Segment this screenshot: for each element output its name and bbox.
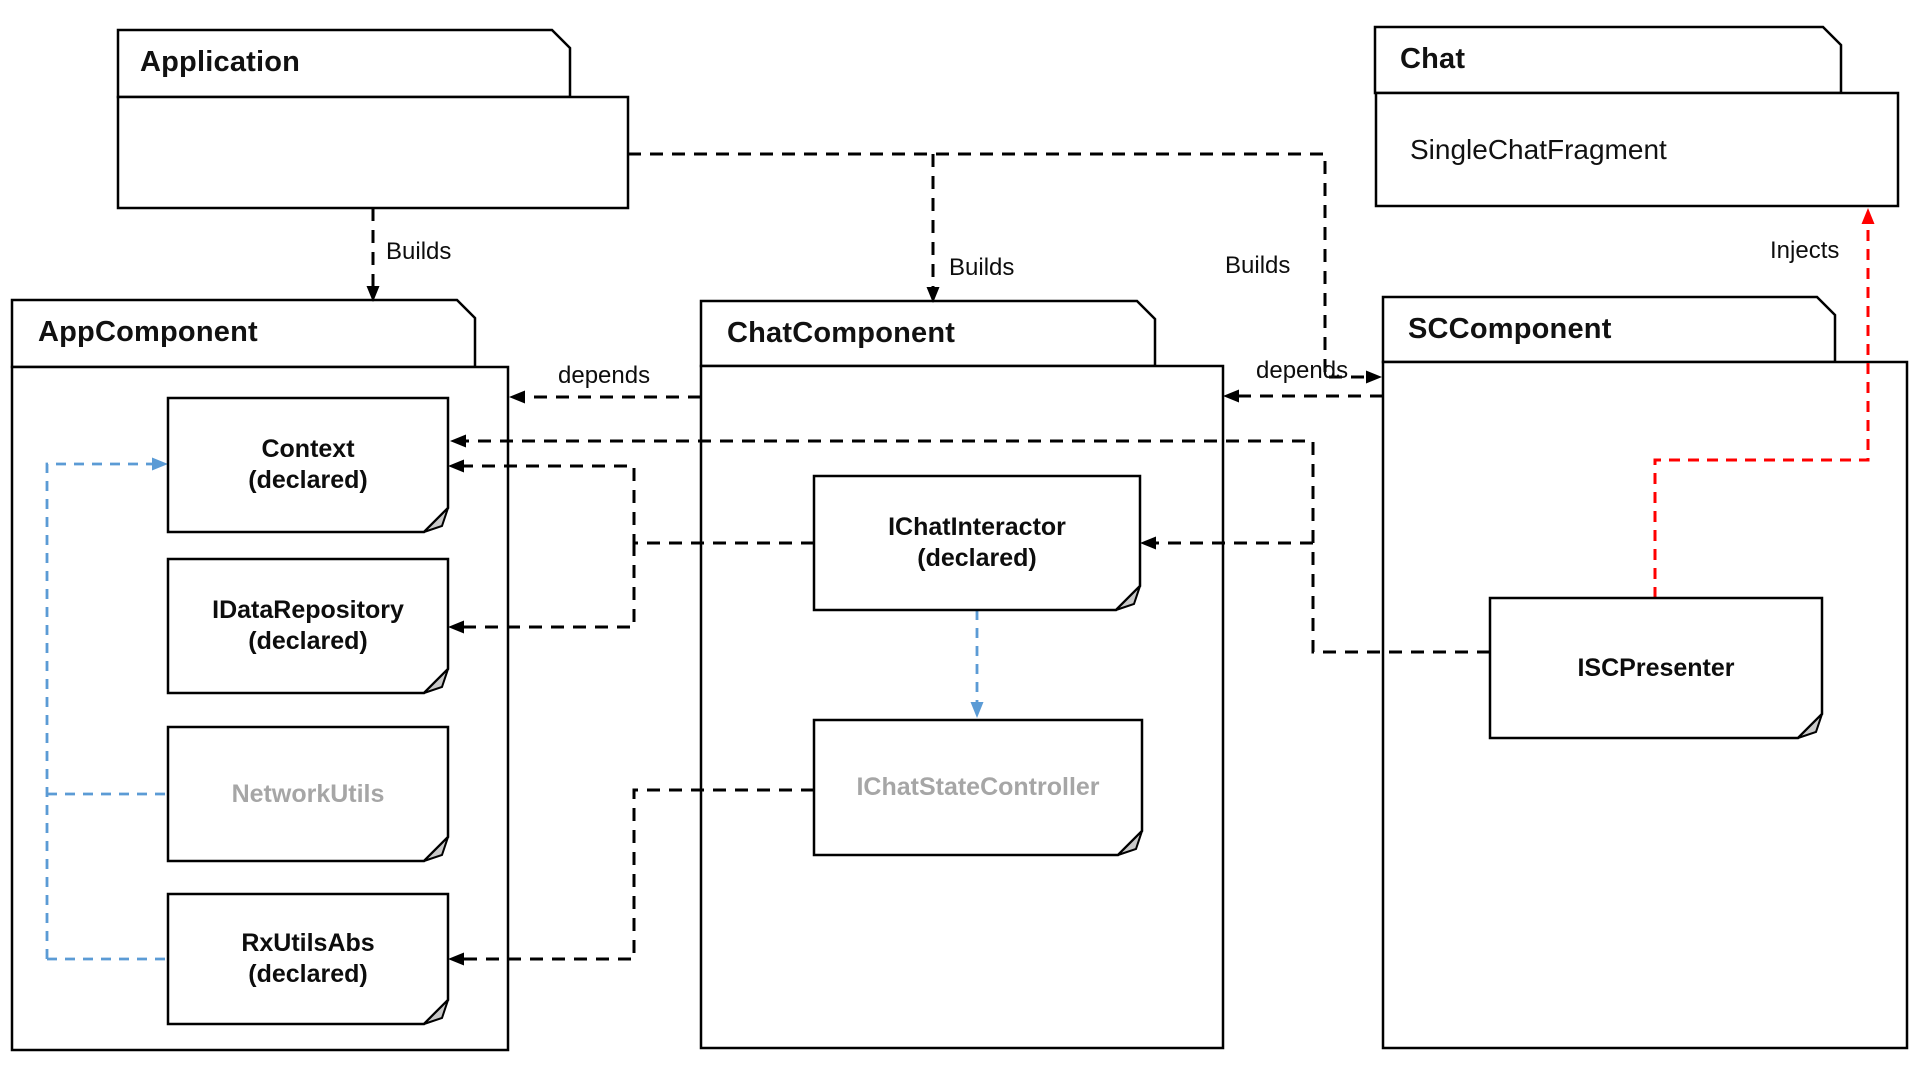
edge-iscpresenter-context	[450, 434, 1490, 654]
package-title-chatcomponent: ChatComponent	[727, 317, 956, 349]
package-chatcomponent-body	[699, 364, 1225, 1050]
package-title-chat: Chat	[1400, 43, 1466, 75]
note-label-rxutilsabs: RxUtilsAbs(declared)	[241, 929, 375, 988]
note-fold-icon	[1115, 585, 1141, 611]
package-chat-body	[1374, 91, 1900, 208]
edge-label-builds-app: Builds	[386, 238, 452, 265]
note-fold-icon	[1117, 830, 1143, 856]
package-title-appcomponent: AppComponent	[38, 316, 258, 348]
edge-label-injects: Injects	[1770, 237, 1840, 264]
note-fold-icon	[423, 999, 449, 1025]
note-fold-icon	[423, 836, 449, 862]
note-label-ichatinteractor: IChatInteractor(declared)	[888, 513, 1066, 572]
edge-ichatinteractor-idatarepository	[448, 543, 636, 634]
edge-label-depends-sc-chat: depends	[1256, 357, 1349, 384]
note-label-ichatstatecontroller: IChatStateController	[856, 773, 1100, 801]
edge-label-depends-chat-app: depends	[558, 362, 651, 389]
package-title-sccomponent: SCComponent	[1408, 313, 1612, 345]
note-label-context: Context(declared)	[248, 435, 368, 494]
member-singlechatfragment: SingleChatFragment	[1410, 134, 1667, 165]
note-fold-icon	[423, 668, 449, 694]
note-label-networkutils: NetworkUtils	[231, 779, 385, 808]
edge-ichatstatecontroller-rxutilsabs	[448, 788, 814, 966]
package-title-application: Application	[140, 46, 301, 78]
edge-ichatinteractor-context	[448, 459, 814, 545]
package-application-body	[116, 95, 630, 210]
edge-label-builds-chat: Builds	[949, 254, 1015, 281]
note-label-iscpresenter: ISCPresenter	[1577, 653, 1735, 682]
note-label-idatarepository: IDataRepository(declared)	[212, 596, 404, 655]
note-fold-icon	[1797, 713, 1823, 739]
note-fold-icon	[423, 507, 449, 533]
edge-label-builds-sc: Builds	[1225, 252, 1291, 279]
